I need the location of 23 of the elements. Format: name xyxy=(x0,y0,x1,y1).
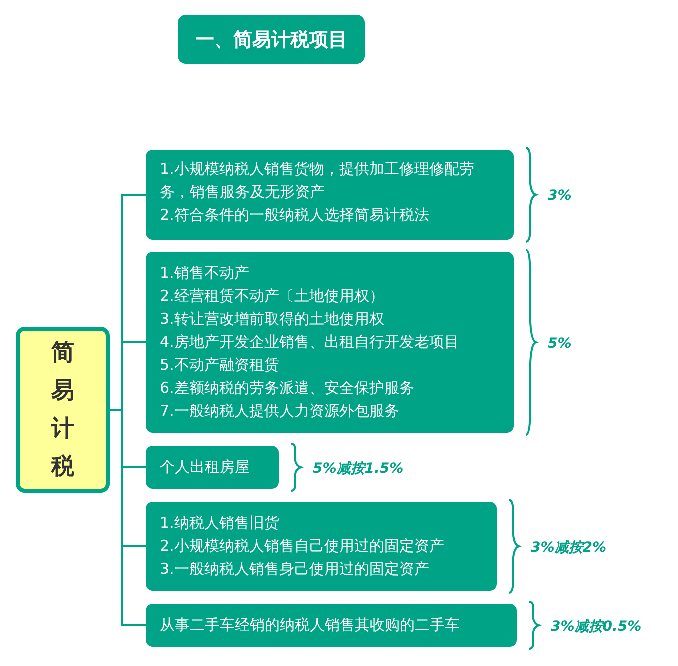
rate-label: 3%减按0.5% xyxy=(551,618,642,636)
item-text: 3.转让营改增前取得的土地使用权 xyxy=(160,309,386,330)
item-text: 3.一般纳税人销售身己使用过的固定资产 xyxy=(160,559,430,580)
item-text: 7.一般纳税人提供人力资源外包服务 xyxy=(160,401,400,422)
item-text: 2.经营租赁不动产〔土地使用权） xyxy=(160,286,386,307)
item-text: 6.差额纳税的劳务派遣、安全保护服务 xyxy=(160,378,416,399)
root-label: 简易计税 xyxy=(50,339,76,482)
item-text: 5.不动产融资租赁 xyxy=(160,355,280,376)
connector-line xyxy=(110,409,146,626)
item-text: 2.小规模纳税人销售自己使用过的固定资产 xyxy=(160,536,446,557)
rate-label: 3%减按2% xyxy=(531,538,607,558)
item-text: 2.符合条件的一般纳税人选择简易计税法 xyxy=(160,205,430,226)
item-text: 从事二手车经销的纳税人销售其收购的二手车 xyxy=(160,615,461,636)
rate-label: 5% xyxy=(548,334,572,354)
rate-label: 3% xyxy=(548,187,572,206)
item-text: 1.销售不动产 xyxy=(160,263,250,284)
title-banner: 一、简易计税项目 xyxy=(178,15,365,64)
item-text: 1.小规模纳税人销售货物，提供加工修理修配劳务，销售服务及无形资产 xyxy=(160,159,476,203)
rate-label: 5%减按1.5% xyxy=(313,460,404,478)
root-box xyxy=(16,327,110,493)
item-text: 4.房地产开发企业销售、出租自行开发老项目 xyxy=(160,332,460,353)
item-text: 个人出租房屋 xyxy=(160,457,251,478)
item-text: 1.纳税人销售旧货 xyxy=(160,513,280,534)
